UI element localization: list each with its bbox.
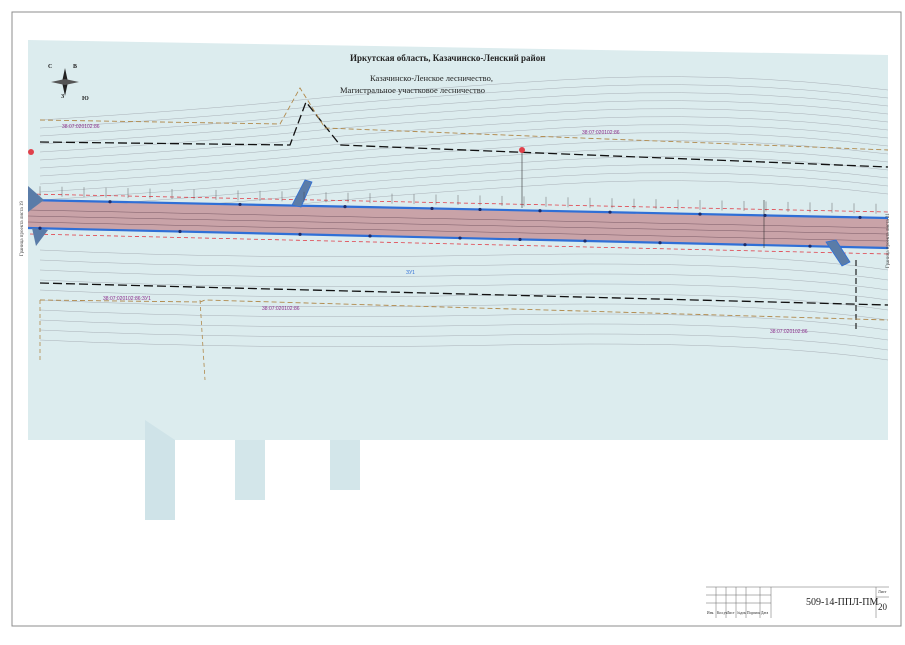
station-ticks — [39, 186, 877, 214]
contour-line — [39, 164, 889, 209]
stamp-sheet-number: 20 — [878, 602, 887, 612]
compass-east-label: В — [73, 64, 78, 70]
connector-left-bottom — [32, 228, 48, 246]
contour-line — [39, 124, 889, 169]
connector-bottom-right — [825, 239, 851, 267]
picket-point — [518, 237, 522, 242]
contour-line — [39, 309, 889, 331]
stamp-col-5: Дата — [761, 611, 769, 615]
marker-lines — [521, 150, 765, 248]
contour-line — [39, 116, 889, 161]
picket-point — [458, 236, 462, 240]
contour-line — [39, 132, 889, 177]
road-lanes — [27, 209, 889, 242]
contour-line — [39, 156, 889, 201]
contour-line — [39, 148, 889, 193]
parcel-label-top-left: 38:07:020102:86 — [62, 124, 100, 130]
connector-top — [291, 179, 313, 208]
contour-line — [39, 108, 889, 153]
contour-line — [39, 249, 889, 271]
red-offset-top — [29, 193, 889, 213]
stamp-sheet-label: Лист — [878, 589, 887, 594]
parcel-line-verticals — [39, 299, 206, 381]
parcel-line-bottom — [39, 299, 889, 321]
picket-point — [743, 243, 747, 247]
picket-point — [538, 209, 542, 213]
map-bleed-3 — [330, 440, 360, 490]
compass-west-label: З — [61, 94, 65, 100]
boundary-bottom — [39, 282, 889, 306]
contour-line — [39, 259, 889, 281]
map-subtitle-line1: Казачинско-Ленское лесничество, — [370, 73, 493, 83]
contour-line — [39, 100, 889, 145]
picket-point — [808, 244, 812, 248]
marker-point-mid — [519, 147, 525, 153]
picket-point — [38, 226, 42, 230]
contour-line — [39, 279, 889, 301]
contour-line — [39, 84, 889, 129]
picket-point — [108, 200, 112, 204]
edge-label-right: Граница проекта листа 21 — [886, 213, 891, 268]
stamp-grid — [706, 586, 889, 618]
contour-line — [39, 76, 889, 121]
marker-point-left — [28, 149, 34, 155]
map-area — [28, 40, 888, 440]
stamp-col-2: Лист — [727, 611, 735, 615]
contour-line — [39, 319, 889, 341]
parcel-label-top-right: 38:07:020102:86 — [582, 130, 620, 136]
compass-rose — [51, 68, 79, 96]
picket-point — [583, 239, 587, 243]
compass-south-label: Ю — [82, 96, 89, 102]
picket-point — [178, 229, 182, 234]
picket-point — [858, 215, 862, 220]
picket-point — [238, 202, 242, 207]
parcel-center-mark: ЗУ1 — [406, 270, 415, 276]
road-edge-top — [27, 198, 889, 220]
picket-point — [298, 232, 302, 236]
compass-north-label: С — [48, 64, 53, 70]
contour-line — [39, 140, 889, 185]
picket-points — [38, 200, 862, 248]
picket-point — [430, 206, 434, 211]
map-title: Иркутская область, Казачинско-Ленский ра… — [350, 53, 546, 63]
red-offset-bottom — [29, 233, 889, 255]
picket-point — [658, 241, 662, 245]
picket-point — [343, 205, 347, 209]
stamp-col-4: Подпись — [747, 611, 761, 615]
map-bleed-1 — [145, 420, 175, 520]
edge-label-left: Граница проекта листа 19 — [20, 201, 25, 256]
picket-point — [763, 213, 767, 218]
parcel-label-bottom-left: 38:07:020102:86:ЗУ1 — [103, 296, 151, 302]
sheet-frame — [11, 11, 902, 627]
contour-line — [39, 299, 889, 321]
stamp-col-0: Изм. — [707, 611, 715, 615]
contour-lines — [39, 76, 889, 361]
map-subtitle-line2: Магистральное участковое лесничество — [340, 85, 485, 95]
contour-line — [39, 339, 889, 361]
picket-point — [478, 207, 482, 212]
contour-line — [39, 329, 889, 351]
stamp-col-1: Кол.уч — [717, 611, 728, 615]
parcel-label-bottom-mid: 38:07:020102:86 — [262, 306, 300, 312]
stamp-col-3: №док — [737, 611, 746, 615]
contour-line — [39, 92, 889, 137]
picket-point — [608, 210, 612, 214]
stamp-document-code: 509-14-ППЛ-ПМ — [806, 597, 879, 608]
map-bleed-2 — [235, 440, 265, 500]
picket-point — [368, 234, 372, 238]
picket-point — [698, 212, 702, 216]
contour-line — [39, 269, 889, 291]
parcel-line-top — [39, 87, 889, 151]
connector-left-top — [28, 186, 44, 212]
parcel-label-bottom-right: 38:07:020102:86 — [770, 329, 808, 335]
